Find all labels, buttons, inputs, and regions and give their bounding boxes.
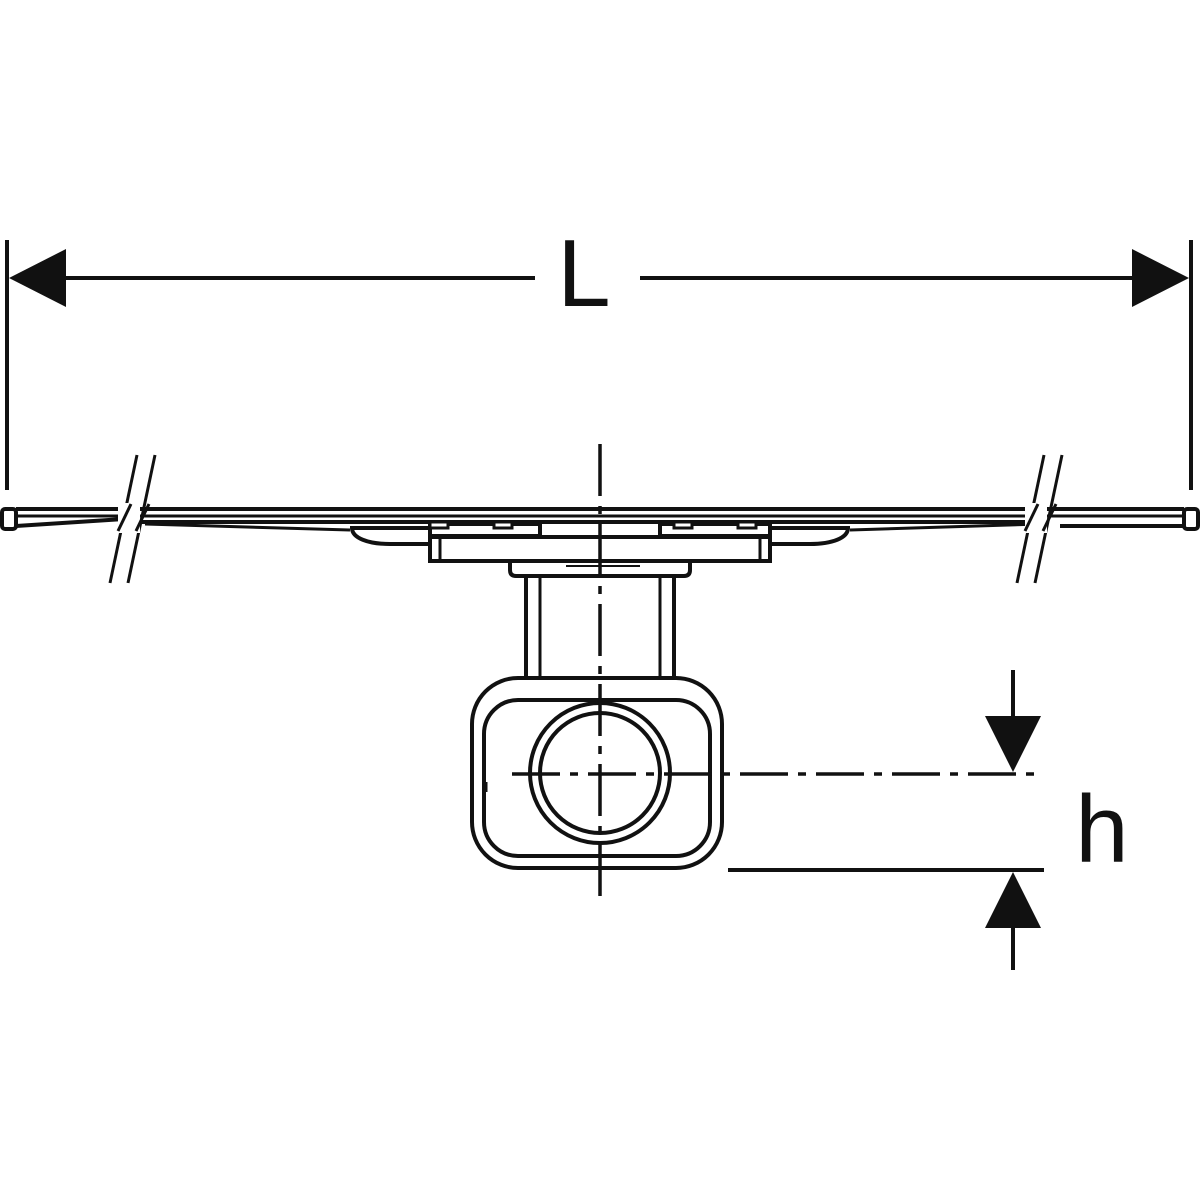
height-arrow-bottom (985, 872, 1041, 928)
break-marks (108, 454, 1064, 584)
length-label: L (557, 220, 610, 327)
left-arrowhead (9, 249, 66, 307)
drain-body (428, 535, 772, 870)
height-dimension: h (728, 670, 1129, 970)
length-dimension: L (5, 220, 1193, 490)
centre-lines (512, 444, 1042, 905)
left-end-cap (0, 507, 18, 531)
height-arrow-top (985, 716, 1041, 772)
right-end-cap (1182, 507, 1200, 531)
height-label: h (1075, 776, 1128, 883)
right-arrowhead (1132, 249, 1189, 307)
